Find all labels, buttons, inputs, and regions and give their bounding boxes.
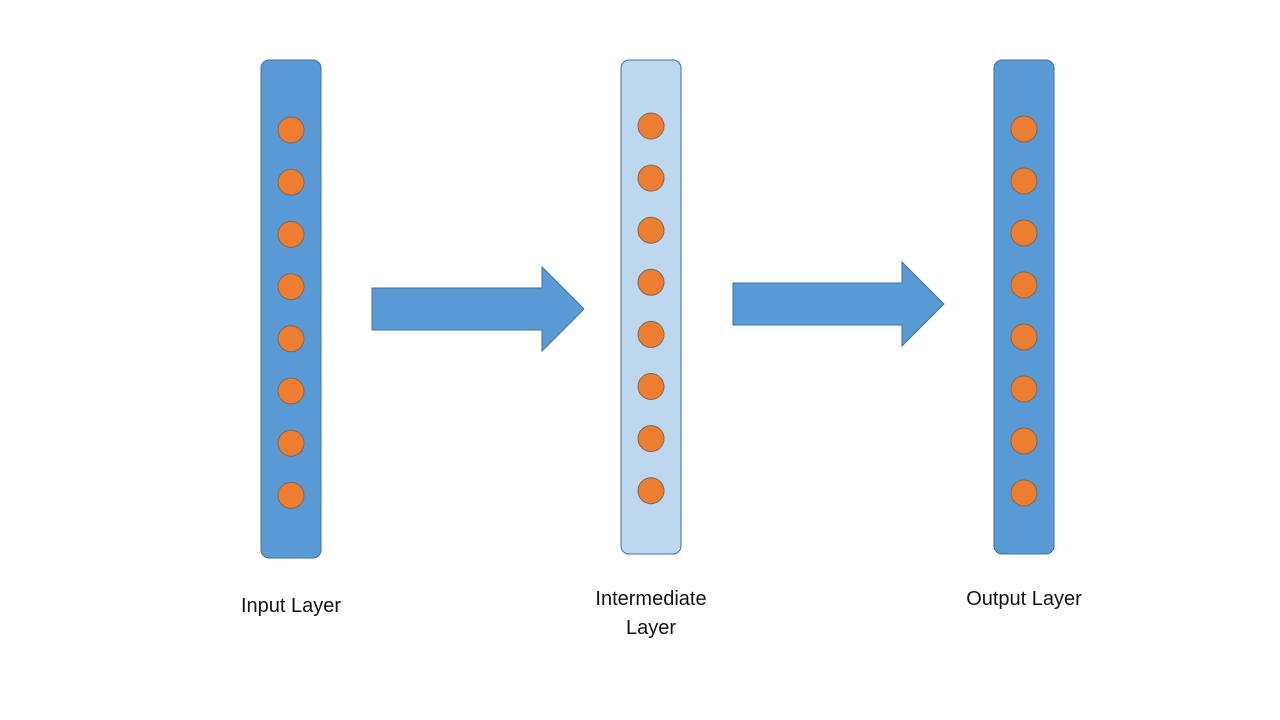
output-layer-node bbox=[1010, 427, 1038, 455]
input-layer-node bbox=[277, 168, 305, 196]
output-layer-node bbox=[1010, 479, 1038, 507]
input-layer-nodes bbox=[277, 116, 305, 509]
output-layer-node bbox=[1010, 167, 1038, 195]
right-arrow-icon bbox=[371, 265, 585, 353]
input-layer-node bbox=[277, 220, 305, 248]
intermediate-layer-node bbox=[637, 164, 665, 192]
intermediate-layer-node bbox=[637, 425, 665, 453]
right-arrow-icon bbox=[732, 260, 945, 348]
intermediate-layer-label: Intermediate Layer bbox=[595, 588, 707, 639]
output-layer-node bbox=[1010, 219, 1038, 247]
intermediate-layer-node bbox=[637, 477, 665, 505]
input-layer-label: Input Layer bbox=[240, 595, 342, 617]
intermediate-layer-node bbox=[637, 112, 665, 140]
input-layer-node bbox=[277, 481, 305, 509]
output-layer-nodes bbox=[1010, 115, 1038, 507]
intermediate-layer-node bbox=[637, 373, 665, 400]
output-layer-label: Output Layer bbox=[966, 588, 1082, 610]
intermediate-layer-nodes bbox=[637, 112, 665, 505]
intermediate-layer-node bbox=[637, 216, 665, 244]
input-layer-node bbox=[277, 377, 305, 405]
output-layer-node bbox=[1010, 115, 1038, 143]
input-layer-bar bbox=[260, 59, 322, 559]
output-layer-node bbox=[1010, 323, 1038, 351]
output-layer-node bbox=[1010, 375, 1038, 403]
intermediate-layer-bar bbox=[620, 59, 682, 555]
input-layer-node bbox=[277, 325, 305, 353]
intermediate-layer-node bbox=[637, 268, 665, 296]
output-layer-bar bbox=[993, 59, 1055, 555]
output-layer-node bbox=[1010, 271, 1038, 299]
intermediate-layer-node bbox=[637, 320, 665, 348]
input-layer-node bbox=[277, 429, 305, 457]
input-layer-node bbox=[277, 116, 305, 144]
input-layer-node bbox=[277, 273, 305, 301]
